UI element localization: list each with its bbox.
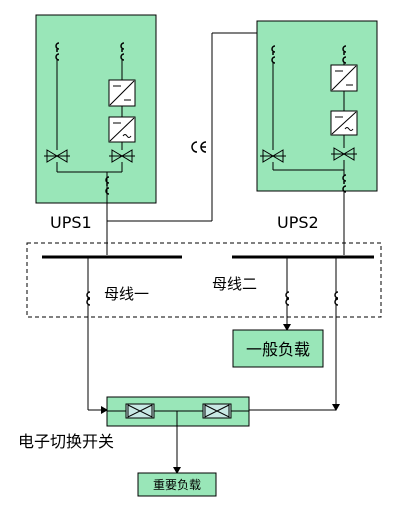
static-switch-label: 电子切换开关 <box>18 432 114 451</box>
ups2-label: UPS2 <box>277 213 319 232</box>
critical-load-box <box>137 472 217 497</box>
ups2-input-breaker-a <box>271 45 276 64</box>
ups1-cabinet <box>35 14 157 204</box>
bus-2-general-load-breaker <box>285 291 290 306</box>
ups2-output-breaker <box>342 174 347 193</box>
ups2-rectifier <box>330 64 358 92</box>
ups2-wiring <box>272 62 345 255</box>
ups1-label: UPS1 <box>50 213 92 232</box>
ups1-input-breaker-b <box>120 42 125 61</box>
ups2-input-breaker-b <box>342 45 347 64</box>
tie-breaker <box>191 141 207 153</box>
bus-2-label: 母线二 <box>212 275 257 293</box>
ups1-output-breaker <box>105 176 110 195</box>
bus-enclosure <box>26 242 382 318</box>
ups1-bypass-static-switch <box>44 149 70 163</box>
tie-line <box>107 32 257 222</box>
feeders <box>87 257 340 474</box>
bus-1-label: 母线一 <box>104 285 149 303</box>
ups1-inverter <box>108 116 136 143</box>
ups1-inverter-static-switch <box>109 149 135 163</box>
ups1-rectifier <box>108 79 136 107</box>
bus-1-feeder-breaker <box>86 291 91 306</box>
bus-2-feeder-breaker <box>334 291 339 306</box>
critical-load-label: 重要负载 <box>153 478 201 492</box>
general-load-label: 一般负载 <box>246 340 310 359</box>
ups2-cabinet <box>256 20 378 192</box>
ups1-input-breaker-a <box>55 42 60 61</box>
sts-internal <box>107 403 249 426</box>
ups2-inverter <box>330 110 358 136</box>
ups2-inverter-static-switch <box>331 147 357 161</box>
general-load-box <box>232 329 324 368</box>
ups2-bypass-static-switch <box>260 149 286 163</box>
